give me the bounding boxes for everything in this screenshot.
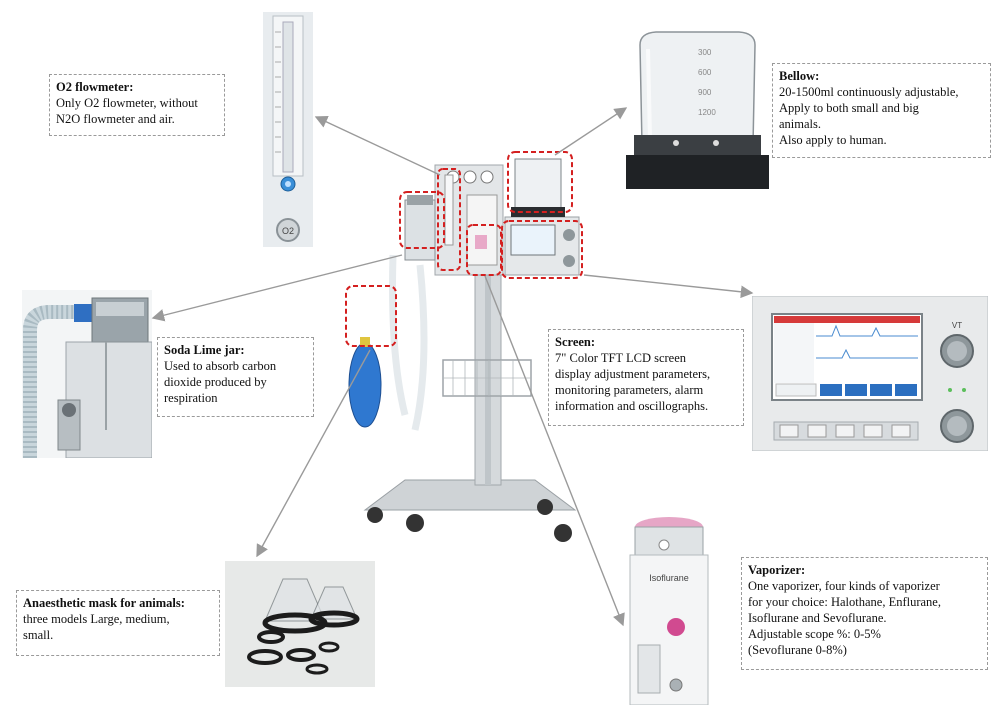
anaesthesia-machine-photo [335,155,595,550]
screen-highlight [501,220,583,279]
flowmeter-knob-label: O2 [282,226,294,236]
soda-lime-line: respiration [164,391,218,405]
soda-lime-jar-photo [22,290,153,459]
mask-callout: Anaesthetic mask for animals: three mode… [16,590,220,656]
screen-callout: Screen: 7" Color TFT LCD screen display … [548,329,744,426]
mask-line: small. [23,628,54,642]
screen-line: 7" Color TFT LCD screen [555,351,687,365]
soda-lime-line: Used to absorb carbon [164,359,277,373]
vaporizer-line: Adjustable scope %: 0-5% [748,627,881,641]
soda-jar-highlight [399,191,445,249]
bellow-title: Bellow: [779,69,820,83]
flowmeter-highlight [437,168,461,271]
soda-lime-callout: Soda Lime jar: Used to absorb carbon dio… [157,337,314,417]
vaporizer-line: for your choice: Halothane, Enflurane, [748,595,941,609]
arrow-to-bellow [554,107,628,156]
arrow-to-soda-jar [151,254,403,322]
vaporizer-title: Vaporizer: [748,563,806,577]
vaporizer-photo: Isoflurane [626,505,712,706]
bellow-scale-2: 600 [698,68,712,77]
arrow-to-vaporizer [484,275,625,627]
bag-highlight [345,285,397,347]
screen-title: Screen: [555,335,596,349]
screen-line: display adjustment parameters, [555,367,711,381]
arrow-to-mask [256,349,371,558]
vaporizer-brand-label: Isoflurane [649,573,689,583]
vaporizer-highlight [466,224,502,276]
bellow-scale-1: 300 [698,48,712,57]
o2-flowmeter-line: Only O2 flowmeter, without [56,96,198,110]
arrow-to-screen [583,274,754,299]
arrow-to-flowmeter [314,116,441,176]
mask-line: three models Large, medium, [23,612,170,626]
screen-knob-label: VT [952,321,962,330]
bellow-line: Also apply to human. [779,133,887,147]
anaesthetic-masks-photo [225,561,375,687]
screen-photo: VT [751,295,989,452]
screen-line: monitoring parameters, alarm [555,383,704,397]
bellow-highlight [507,151,573,213]
vaporizer-line: Isoflurane and Sevoflurane. [748,611,887,625]
vaporizer-line: One vaporizer, four kinds of vaporizer [748,579,940,593]
screen-line: information and oscillographs. [555,399,709,413]
bellow-scale-4: 1200 [698,108,716,117]
o2-flowmeter-line: N2O flowmeter and air. [56,112,175,126]
bellow-photo: 300 600 900 1200 [626,27,769,189]
bellow-line: Apply to both small and big [779,101,919,115]
bellow-callout: Bellow: 20-1500ml continuously adjustabl… [772,63,991,158]
o2-flowmeter-callout: O2 flowmeter: Only O2 flowmeter, without… [49,74,225,136]
mask-title: Anaesthetic mask for animals: [23,596,185,610]
soda-lime-line: dioxide produced by [164,375,267,389]
bellow-scale-3: 900 [698,88,712,97]
soda-lime-title: Soda Lime jar: [164,343,245,357]
bellow-line: 20-1500ml continuously adjustable, [779,85,959,99]
o2-flowmeter-photo: O2 [263,12,313,247]
vaporizer-line: (Sevoflurane 0-8%) [748,643,847,657]
o2-flowmeter-title: O2 flowmeter: [56,80,134,94]
bellow-line: animals. [779,117,822,131]
vaporizer-callout: Vaporizer: One vaporizer, four kinds of … [741,557,988,670]
